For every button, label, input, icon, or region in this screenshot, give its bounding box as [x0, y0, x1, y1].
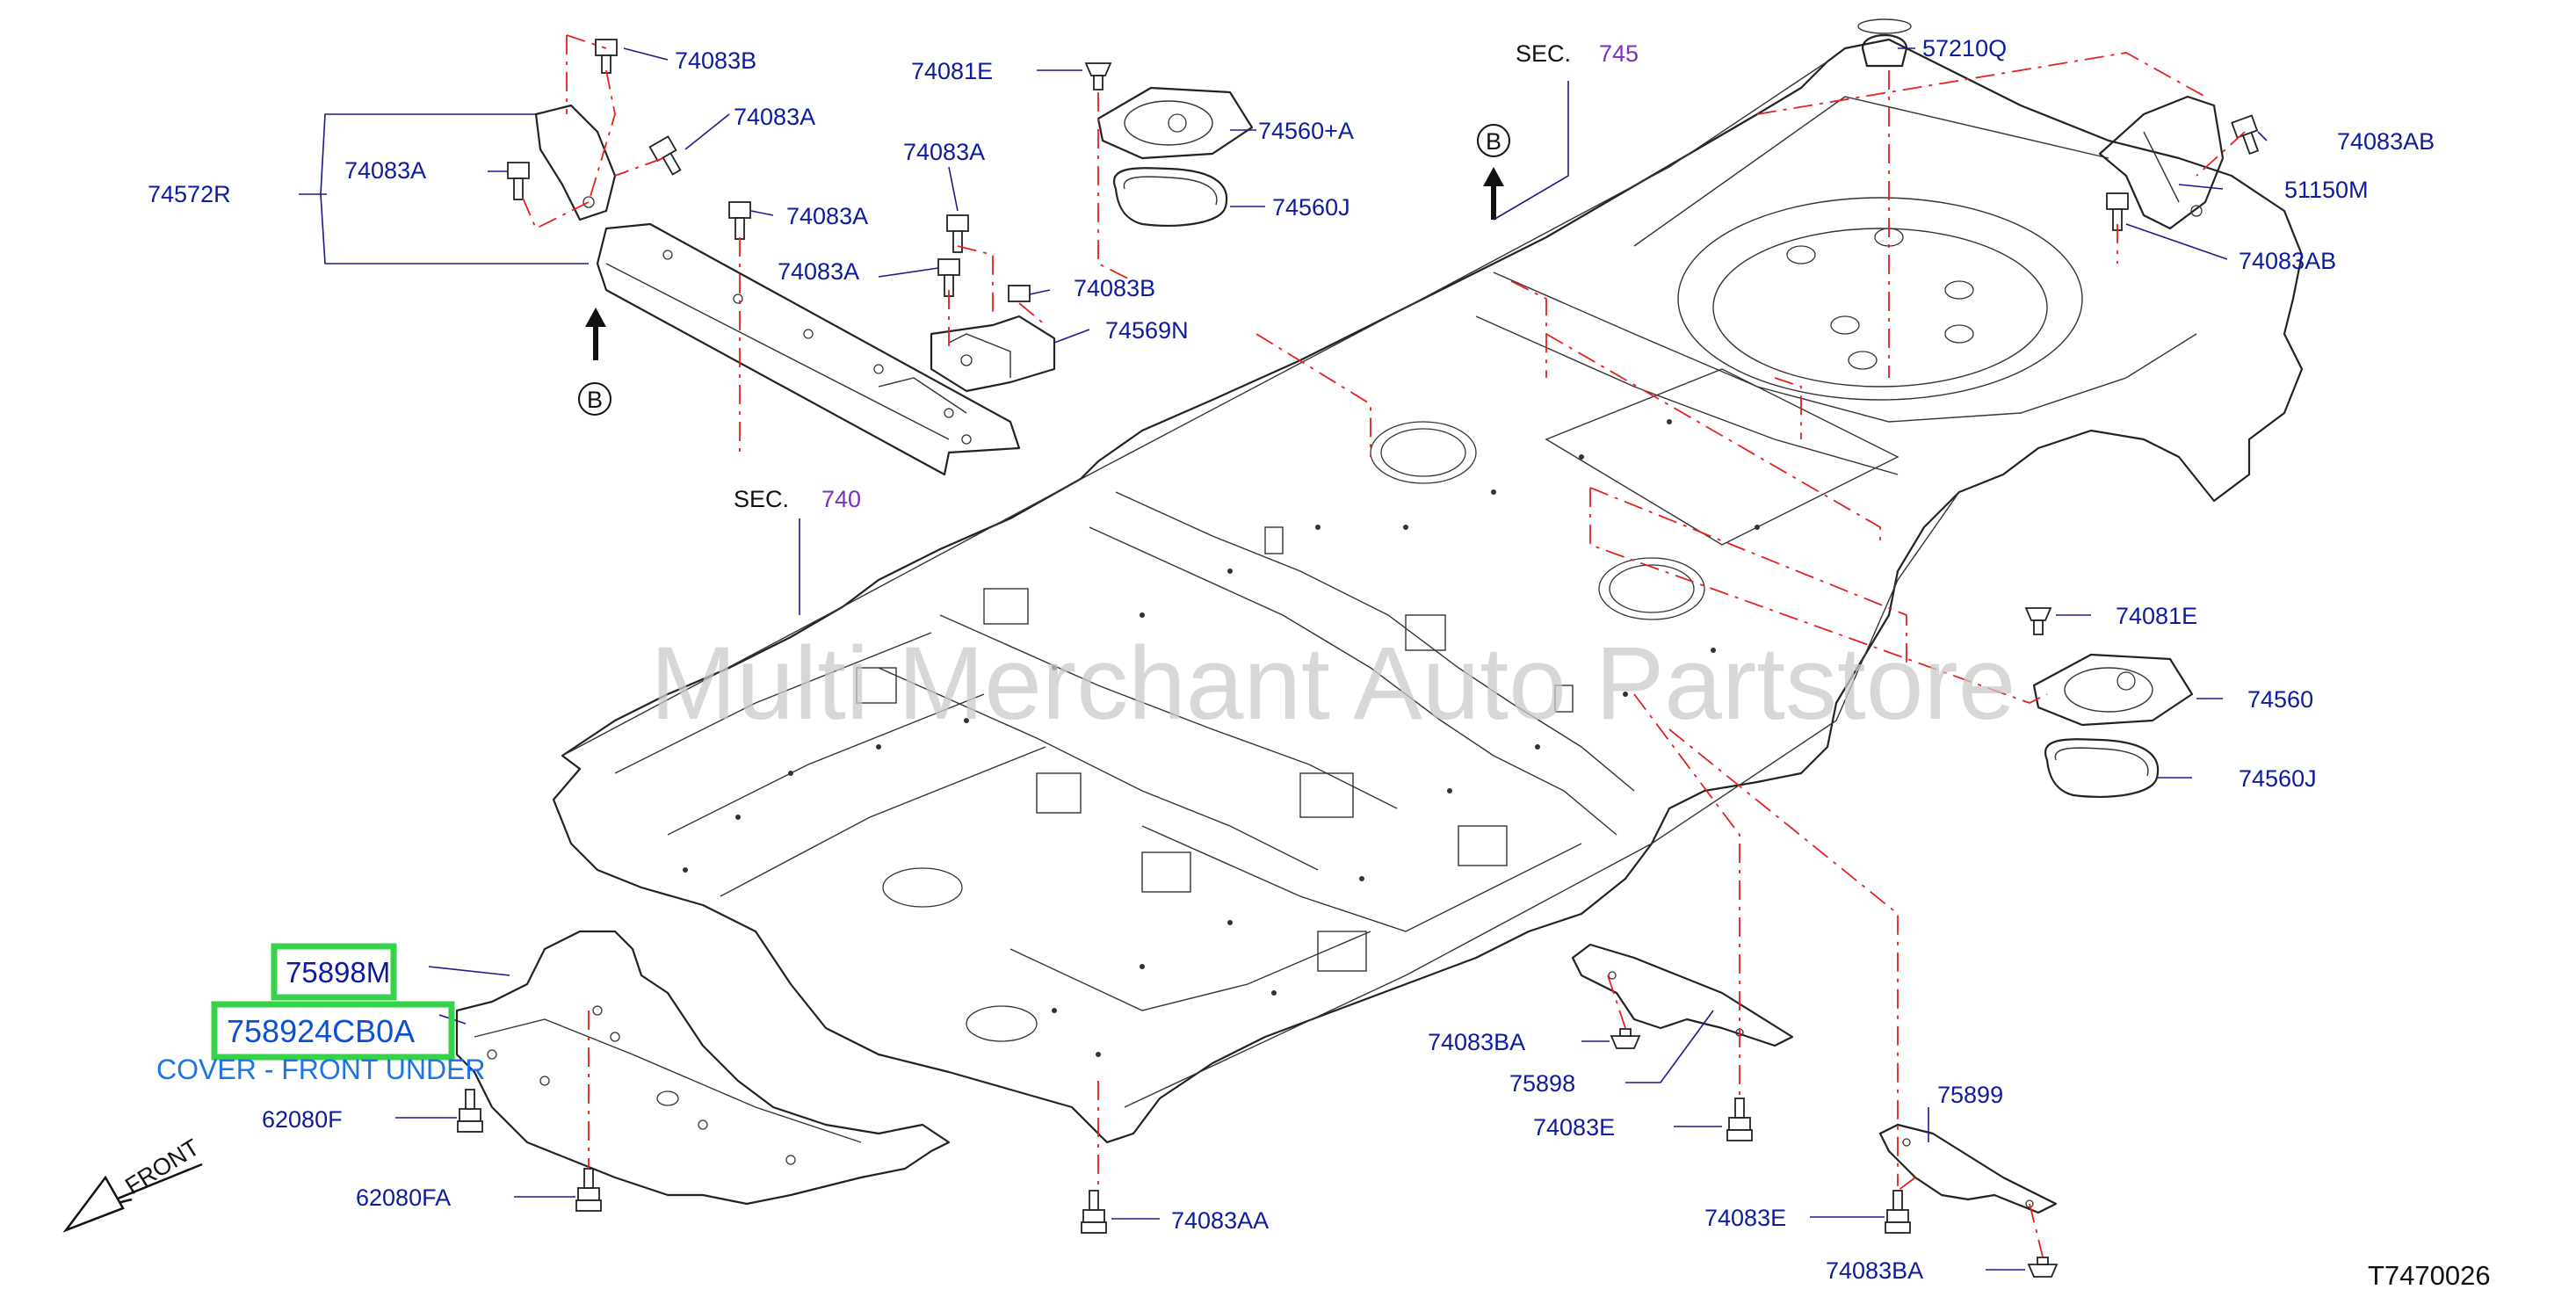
- label-74081E-right: 74081E: [2116, 603, 2197, 629]
- label-74569N: 74569N: [1105, 317, 1189, 344]
- label-74083A-3: 74083A: [786, 203, 868, 229]
- label-74083B-2: 74083B: [1074, 275, 1155, 301]
- label-74083AB-1: 74083AB: [2337, 128, 2435, 155]
- front-under-cover-758924CB0A: [455, 930, 951, 1206]
- label-74560: 74560: [2247, 686, 2313, 713]
- rear-floor-assembly: [552, 38, 2304, 1144]
- label-74083A-4: 74083A: [778, 258, 859, 285]
- highlight-758924CB0A-text: 758924CB0A: [227, 1013, 415, 1049]
- highlight-758924CB0A: 758924CB0A COVER - FRONT UNDER: [156, 1001, 486, 1085]
- shield-75898: [1571, 943, 1794, 1047]
- label-75899: 75899: [1937, 1082, 2003, 1108]
- view-marker-b-2: B: [1486, 128, 1501, 155]
- label-51150M: 51150M: [2284, 177, 2369, 203]
- section-ref-740: SEC. 740: [734, 486, 861, 512]
- cap-74560: [2032, 653, 2194, 798]
- label-57210Q: 57210Q: [1922, 35, 2007, 62]
- label-74572R: 74572R: [148, 181, 231, 207]
- label-74083BA-2: 74083BA: [1826, 1257, 1923, 1284]
- section-prefix-740: SEC.: [734, 486, 789, 512]
- bumper-57210Q: [1857, 18, 1912, 68]
- cap-74560A: [1096, 86, 1254, 227]
- view-arrow-right: B: [1477, 124, 1510, 220]
- label-74083B-top: 74083B: [675, 47, 756, 74]
- label-74083AB-2: 74083AB: [2239, 248, 2336, 274]
- highlight-75898M: 75898M: [271, 943, 397, 1001]
- section-number-740: 740: [821, 486, 861, 512]
- watermark: Multi Merchant Auto Partstore: [650, 626, 2015, 742]
- view-arrow-left: B: [578, 308, 611, 416]
- label-74083A-1: 74083A: [734, 104, 815, 130]
- bracket-74569N: [930, 315, 1056, 393]
- fasteners: [457, 39, 2260, 1278]
- cover-front-under-desc: COVER - FRONT UNDER: [156, 1054, 486, 1085]
- leader-lines: [299, 47, 2268, 1271]
- label-75898: 75898: [1509, 1070, 1575, 1097]
- bracket-51150M: [2098, 95, 2225, 230]
- label-74083AA: 74083AA: [1171, 1207, 1269, 1234]
- label-74083BA-1: 74083BA: [1428, 1029, 1525, 1055]
- front-arrow: FRONT: [62, 1134, 204, 1233]
- assembly-lines: [522, 34, 2246, 1257]
- highlight-75898M-text: 75898M: [286, 956, 390, 989]
- label-74083E-1: 74083E: [1533, 1114, 1615, 1141]
- label-74560A: 74560+A: [1258, 118, 1354, 144]
- label-74083A-5: 74083A: [903, 139, 985, 165]
- drawing-code: T7470026: [2368, 1260, 2491, 1291]
- shield-75899: [1878, 1123, 2058, 1214]
- label-74081E-top: 74081E: [911, 58, 993, 84]
- section-prefix-745: SEC.: [1516, 40, 1571, 67]
- view-marker-b-1: B: [587, 387, 603, 413]
- section-ref-745: SEC. 745: [1516, 40, 1639, 67]
- part-labels: 74083B 74083A 74083A 74572R 74083A 74083…: [148, 35, 2435, 1284]
- front-label: FRONT: [120, 1134, 204, 1199]
- section-number-745: 745: [1599, 40, 1639, 67]
- label-74560J-top: 74560J: [1272, 194, 1350, 221]
- cross-member-74572R: [534, 104, 1021, 476]
- label-62080F: 62080F: [262, 1106, 343, 1133]
- label-74083E-2: 74083E: [1704, 1205, 1786, 1231]
- label-74560J-right: 74560J: [2239, 765, 2317, 792]
- label-74083A-2: 74083A: [344, 157, 426, 184]
- label-62080FA: 62080FA: [356, 1184, 451, 1211]
